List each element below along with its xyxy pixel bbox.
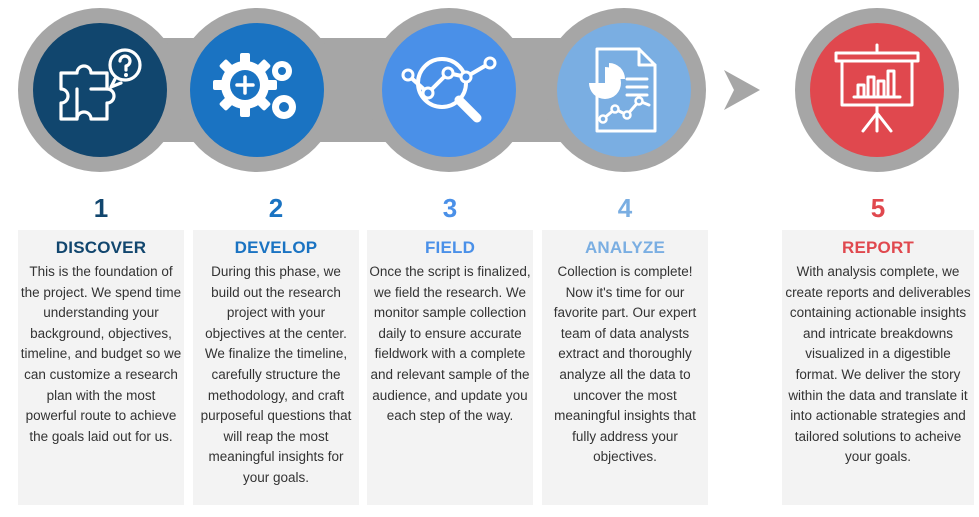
presentation-board-icon	[834, 43, 920, 133]
step-2-card: DEVELOP During this phase, we build out …	[193, 230, 359, 505]
step-5-description: With analysis complete, we create report…	[785, 264, 971, 465]
gears-icon	[213, 53, 296, 119]
step-4-disc	[557, 23, 691, 157]
step-3-circle	[367, 8, 531, 172]
step-1-circle	[18, 8, 182, 172]
step-5-card: REPORT With analysis complete, we create…	[782, 230, 974, 505]
step-2-description: During this phase, we build out the rese…	[200, 264, 352, 485]
step-4-card: ANALYZE Collection is complete! Now it's…	[542, 230, 708, 505]
step-4-circle	[542, 8, 706, 172]
step-1-card: DISCOVER This is the foundation of the p…	[18, 230, 184, 505]
step-2-number: 2	[268, 193, 284, 223]
step-4-title: ANALYZE	[584, 238, 666, 257]
step-2-circle	[175, 8, 339, 172]
step-3-title: FIELD	[424, 238, 476, 257]
magnifier-chart-icon	[401, 56, 497, 123]
step-1-disc	[33, 23, 167, 157]
step-5-disc	[810, 23, 944, 157]
puzzle-question-icon	[59, 48, 142, 121]
step-2-disc	[190, 23, 324, 157]
step-1-description: This is the foundation of the project. W…	[20, 264, 182, 444]
step-1-title: DISCOVER	[55, 238, 147, 257]
step-3-number: 3	[442, 193, 458, 223]
arrow-right-icon	[722, 68, 762, 112]
step-2-title: DEVELOP	[234, 238, 318, 257]
step-5-circle	[795, 8, 959, 172]
step-5-title: REPORT	[841, 238, 915, 257]
step-1-number: 1	[93, 193, 109, 223]
step-5-number: 5	[870, 193, 886, 223]
step-3-description: Once the script is finalized, we field t…	[369, 264, 531, 424]
step-3-card: FIELD Once the script is finalized, we f…	[367, 230, 533, 505]
step-3-disc	[382, 23, 516, 157]
report-document-icon	[589, 47, 657, 133]
step-4-description: Collection is complete! Now it's time fo…	[553, 264, 697, 465]
step-4-number: 4	[617, 193, 633, 223]
